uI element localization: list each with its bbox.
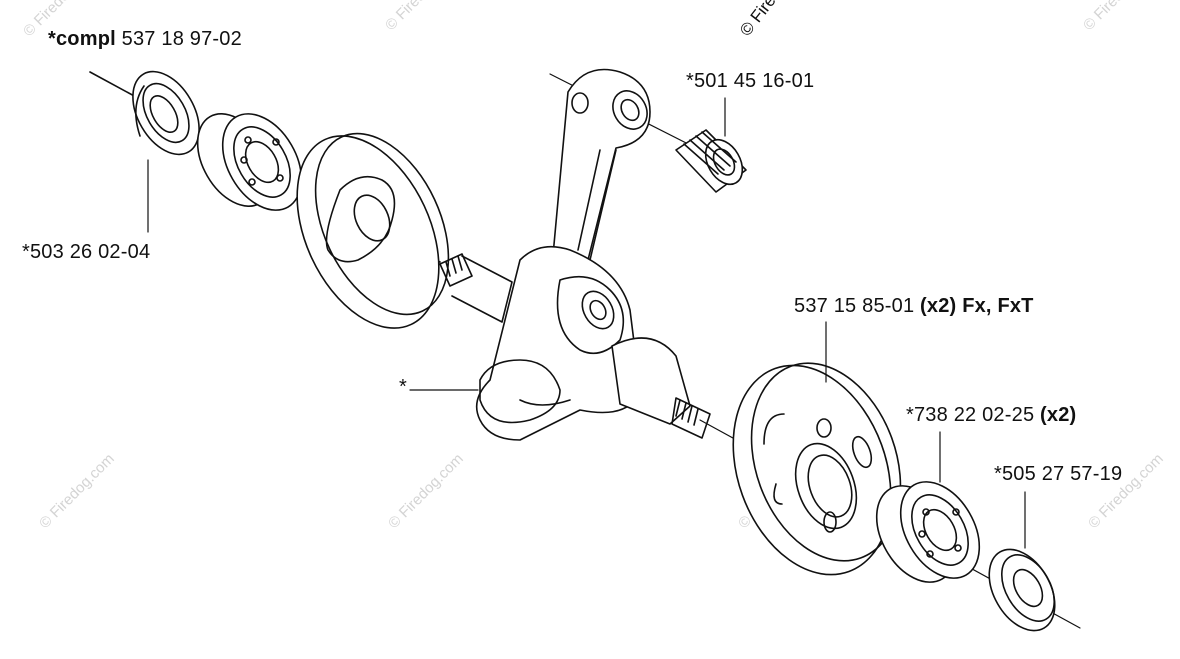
callout-crankshaft: * <box>399 376 407 399</box>
callout-kit-number: 537 18 97-02 <box>121 28 242 50</box>
callout-flange: 537 15 85-01 (x2) Fx, FxT <box>794 295 1034 318</box>
crank-body-part <box>475 245 641 441</box>
callout-needle-bearing-number: *501 45 16-01 <box>686 70 815 92</box>
seal-right-part <box>988 548 1056 632</box>
callout-seal-left: *503 26 02-04 <box>22 241 150 264</box>
callout-flange-models: Fx, FxT <box>962 295 1034 317</box>
callout-crankshaft-number: * <box>399 376 407 398</box>
flange-right-part <box>732 362 902 576</box>
callout-kit-prefix: *compl <box>48 28 116 50</box>
bearing-left-part <box>196 113 303 211</box>
callout-bearing-right-qty: (x2) <box>1040 404 1077 426</box>
bearing-right-part <box>875 481 981 583</box>
shaft-left-part <box>439 253 513 323</box>
needle-bearing-part <box>675 129 747 193</box>
crank-web-left-part <box>296 132 450 329</box>
callout-kit: *compl 537 18 97-02 <box>48 28 242 51</box>
callout-bearing-right-number: *738 22 02-25 <box>906 404 1035 426</box>
callout-flange-qty: (x2) <box>920 295 957 317</box>
callout-bearing-right: *738 22 02-25 (x2) <box>906 404 1076 427</box>
callout-seal-right-number: *505 27 57-19 <box>994 463 1123 485</box>
seal-left-part <box>132 70 200 156</box>
callout-seal-left-number: *503 26 02-04 <box>22 241 151 263</box>
callout-needle-bearing: *501 45 16-01 <box>686 70 814 93</box>
callout-seal-right: *505 27 57-19 <box>994 463 1122 486</box>
shaft-right-part <box>611 337 711 439</box>
callout-flange-number: 537 15 85-01 <box>794 295 915 317</box>
